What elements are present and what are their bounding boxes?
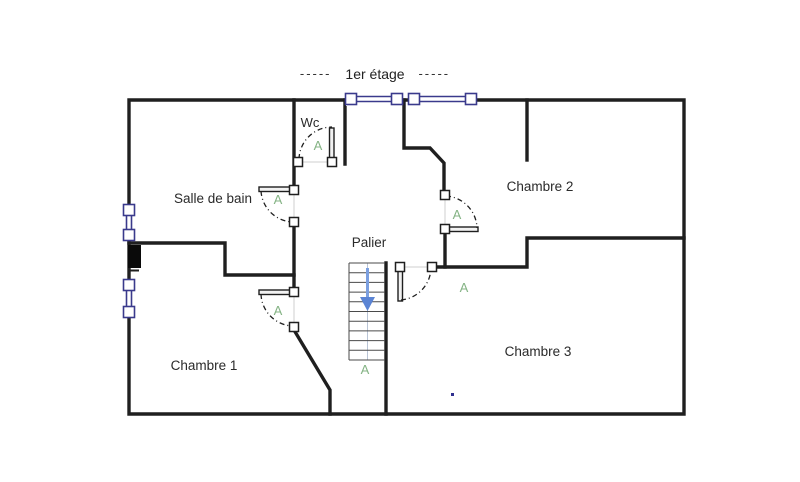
door-hinge-square xyxy=(292,156,304,168)
door-leaf xyxy=(397,269,404,302)
window-end-square xyxy=(122,203,136,217)
window-left-2 xyxy=(122,278,136,319)
plan-marker-dot xyxy=(451,393,454,396)
room-label-salle-de-bain: Salle de bain xyxy=(174,191,252,206)
window-top-2 xyxy=(407,92,478,106)
window-end-square xyxy=(344,92,358,106)
window-end-square xyxy=(464,92,478,106)
door-marker-stairs: A xyxy=(361,362,370,377)
windows xyxy=(122,92,478,319)
door-markers: A A A A A A xyxy=(274,138,469,377)
door-hinge-square xyxy=(288,216,300,228)
door-marker-chambre-2: A xyxy=(453,207,462,222)
door-leaf xyxy=(258,186,292,193)
door-swing-arc xyxy=(445,195,478,229)
window-end-square xyxy=(122,278,136,292)
title-dash-right: ----- xyxy=(418,66,451,81)
door-swing-arc xyxy=(260,190,295,223)
window-left-1 xyxy=(122,203,136,242)
door-hinge-square xyxy=(288,184,300,196)
door-chambre-1 xyxy=(258,286,300,333)
door-leaf xyxy=(446,226,479,233)
room-label-chambre-1: Chambre 1 xyxy=(171,358,238,373)
door-marker-salle-de-bain: A xyxy=(274,192,283,207)
room-label-palier: Palier xyxy=(352,235,387,250)
window-end-square xyxy=(390,92,404,106)
door-leaf xyxy=(258,289,292,296)
door-swing-arc xyxy=(260,293,295,327)
door-chambre-3 xyxy=(394,261,438,302)
door-swing-arc xyxy=(400,267,432,301)
chimney xyxy=(128,245,141,272)
floor-title: ----- 1er étage ----- xyxy=(250,66,500,82)
door-salle-de-bain xyxy=(258,184,300,228)
chimney-block xyxy=(128,245,141,268)
door-marker-wc: A xyxy=(314,138,323,153)
floor-title-text: 1er étage xyxy=(345,66,405,82)
wall-sdb-chambre1-divider xyxy=(127,241,296,277)
window-end-square xyxy=(122,228,136,242)
door-marker-chambre-1: A xyxy=(274,303,283,318)
stair-direction-arrow-head xyxy=(360,297,375,311)
wall-chambre1-diagonal xyxy=(291,327,332,416)
door-chambre-2 xyxy=(439,189,479,235)
door-wc xyxy=(292,126,338,168)
door-hinge-square xyxy=(326,156,338,168)
room-labels: Wc Salle de bain Palier Chambre 1 Chambr… xyxy=(171,115,574,373)
door-hinge-square xyxy=(426,261,438,273)
door-hinge-square xyxy=(439,223,451,235)
door-hinge-square xyxy=(288,286,300,298)
title-dash-left: ----- xyxy=(299,66,332,81)
door-swing-arc xyxy=(298,126,333,160)
room-label-chambre-2: Chambre 2 xyxy=(507,179,574,194)
staircase xyxy=(348,262,385,361)
door-hinge-square xyxy=(288,321,300,333)
wall-chambre3-top xyxy=(430,236,686,269)
room-label-wc: Wc xyxy=(301,115,320,130)
window-top-1 xyxy=(344,92,404,106)
doors xyxy=(258,126,479,333)
door-hinge-square xyxy=(394,261,406,273)
window-end-square xyxy=(122,305,136,319)
door-marker-chambre-3: A xyxy=(460,280,469,295)
window-end-square xyxy=(407,92,421,106)
door-leaf xyxy=(328,127,335,160)
wall-duct xyxy=(402,98,446,193)
door-hinge-square xyxy=(439,189,451,201)
room-label-chambre-3: Chambre 3 xyxy=(505,344,572,359)
